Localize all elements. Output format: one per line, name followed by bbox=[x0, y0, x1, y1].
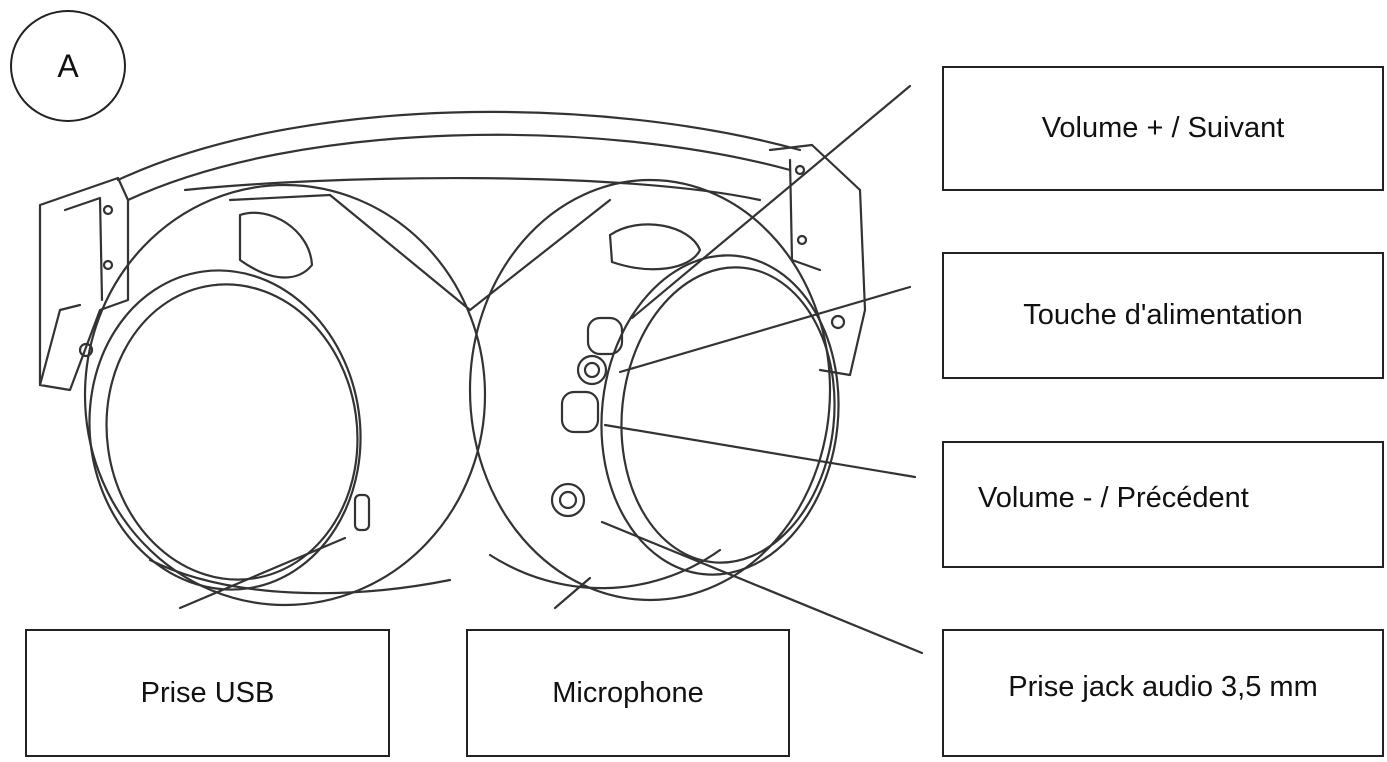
left-hinge bbox=[38, 176, 130, 392]
right-earcup-plate bbox=[600, 254, 840, 576]
left-earcup-outer bbox=[83, 183, 487, 607]
figure-label: A bbox=[10, 10, 126, 122]
label-usb: Prise USB bbox=[25, 629, 390, 757]
label-volume-plus: Volume + / Suivant bbox=[942, 66, 1384, 191]
leader-usb bbox=[178, 536, 347, 610]
label-power-text: Touche d'alimentation bbox=[1023, 299, 1303, 332]
headband-inner bbox=[126, 133, 792, 202]
figure-letter: A bbox=[57, 47, 79, 84]
label-microphone: Microphone bbox=[466, 629, 790, 757]
leader-jack bbox=[600, 520, 924, 655]
label-usb-text: Prise USB bbox=[140, 676, 275, 709]
left-earcup-plate bbox=[88, 269, 362, 591]
label-jack-text: Prise jack audio 3,5 mm bbox=[1008, 670, 1318, 703]
label-jack: Prise jack audio 3,5 mm bbox=[942, 629, 1384, 757]
label-microphone-text: Microphone bbox=[552, 676, 704, 709]
label-volume-minus: Volume - / Précédent bbox=[942, 441, 1384, 568]
headband bbox=[116, 110, 802, 182]
right-hinge bbox=[768, 143, 867, 377]
leader-power bbox=[618, 285, 912, 374]
right-earcup-outer bbox=[468, 178, 832, 602]
label-volume-plus-text: Volume + / Suivant bbox=[1041, 112, 1285, 145]
leader-volume-minus bbox=[603, 423, 917, 479]
label-volume-minus-text: Volume - / Précédent bbox=[978, 482, 1249, 515]
leader-microphone bbox=[553, 576, 592, 610]
label-power: Touche d'alimentation bbox=[942, 252, 1384, 379]
leader-volume-plus bbox=[630, 84, 912, 320]
